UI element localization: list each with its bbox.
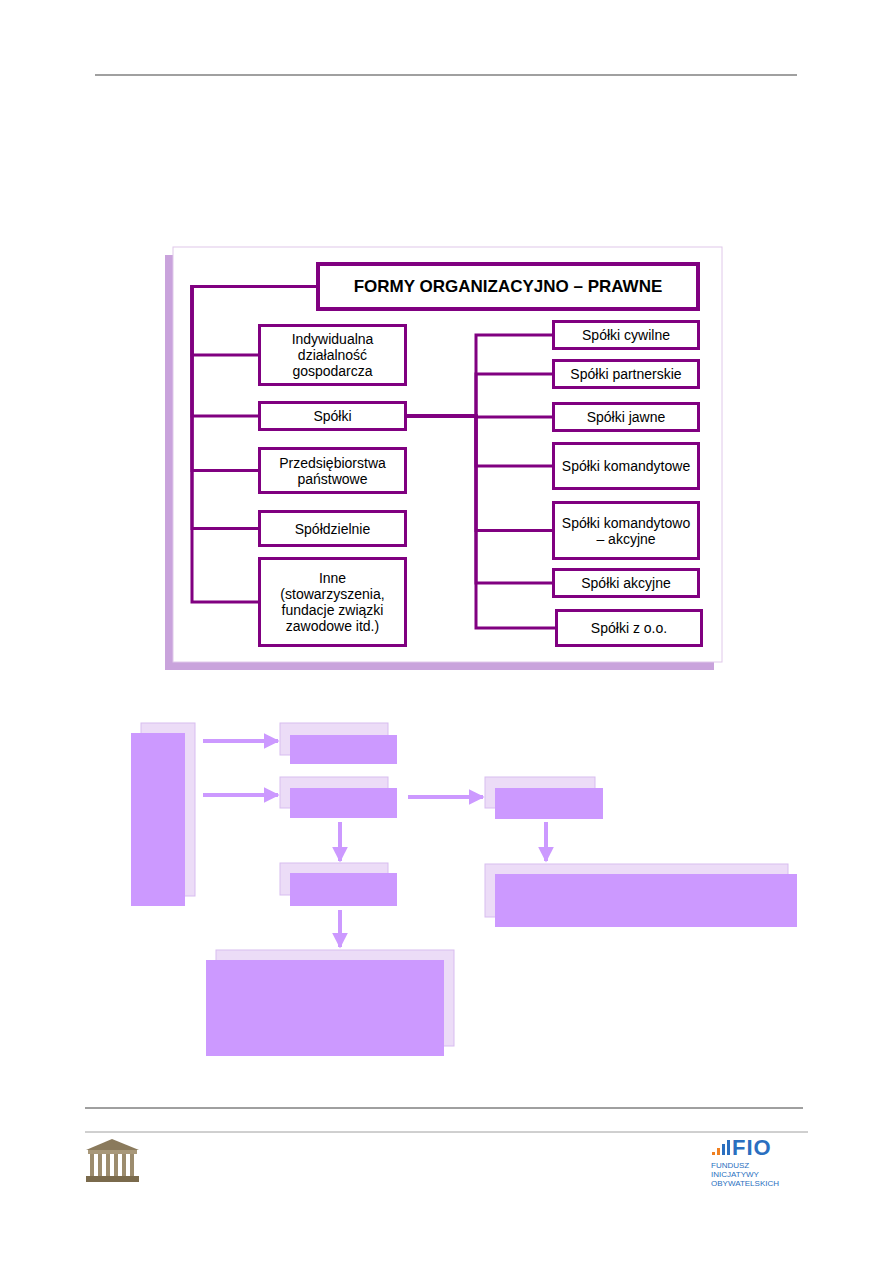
connector-line <box>407 416 552 583</box>
form-label: Spółki cywilne <box>582 327 670 343</box>
tree-connector <box>407 374 552 416</box>
title-text: FORMY ORGANIZACYJNO – PRAWNE <box>354 277 663 297</box>
header-rule <box>95 74 797 76</box>
form-label: Spółki komandytowo – akcyjne <box>561 515 691 547</box>
form-label: Indywidualna działalność gospodarcza <box>267 331 398 379</box>
form-label: Spółki partnerskie <box>570 366 681 382</box>
form-label: Przedsiębiorstwa państwowe <box>267 455 398 487</box>
temple-icon <box>86 1139 139 1182</box>
logo-subtitle: FUNDUSZ INICJATYWY OBYWATELSKICH <box>711 1161 795 1188</box>
tree-connector <box>407 416 552 583</box>
tree-connector <box>407 416 552 466</box>
empty-flow <box>131 723 797 1056</box>
form-label: Inne (stowarzyszenia, fundacje związki z… <box>267 570 398 634</box>
form-label: Spółki jawne <box>587 409 666 425</box>
footer-rule <box>85 1132 808 1133</box>
tree-connector <box>407 335 552 416</box>
form-box: Spółki akcyjne <box>552 568 700 598</box>
form-box: Spółki komandytowe <box>552 442 700 490</box>
form-box: Spółki z o.o. <box>555 609 703 647</box>
logo-text: FIO <box>732 1136 772 1160</box>
connector-line <box>407 416 552 466</box>
form-label: Spółki komandytowe <box>562 458 690 474</box>
form-box: Spółki cywilne <box>552 320 700 350</box>
form-box: Spółki komandytowo – akcyjne <box>552 501 700 560</box>
form-box: Spółki partnerskie <box>552 359 700 389</box>
diagram-panel <box>173 247 722 662</box>
connector-line <box>407 416 552 531</box>
logo-dots <box>712 1140 730 1155</box>
connector-line <box>407 374 552 416</box>
form-label: Spółki <box>313 408 351 424</box>
tree-connector <box>407 416 552 531</box>
form-box: Spółki <box>258 401 407 431</box>
connector-line <box>407 416 555 628</box>
connector-line <box>407 335 552 416</box>
form-box: Spółdzielnie <box>258 510 407 547</box>
form-label: Spółki akcyjne <box>581 575 671 591</box>
form-label: Spółki z o.o. <box>591 620 667 636</box>
form-box: Inne (stowarzyszenia, fundacje związki z… <box>258 557 407 647</box>
form-box: Przedsiębiorstwa państwowe <box>258 447 407 494</box>
tree-connector <box>407 416 555 628</box>
form-label: Spółdzielnie <box>295 521 371 537</box>
form-box: Spółki jawne <box>552 402 700 432</box>
footer-rule <box>85 1108 803 1109</box>
form-box: Indywidualna działalność gospodarcza <box>258 324 407 386</box>
title-box: FORMY ORGANIZACYJNO – PRAWNE <box>316 262 700 311</box>
